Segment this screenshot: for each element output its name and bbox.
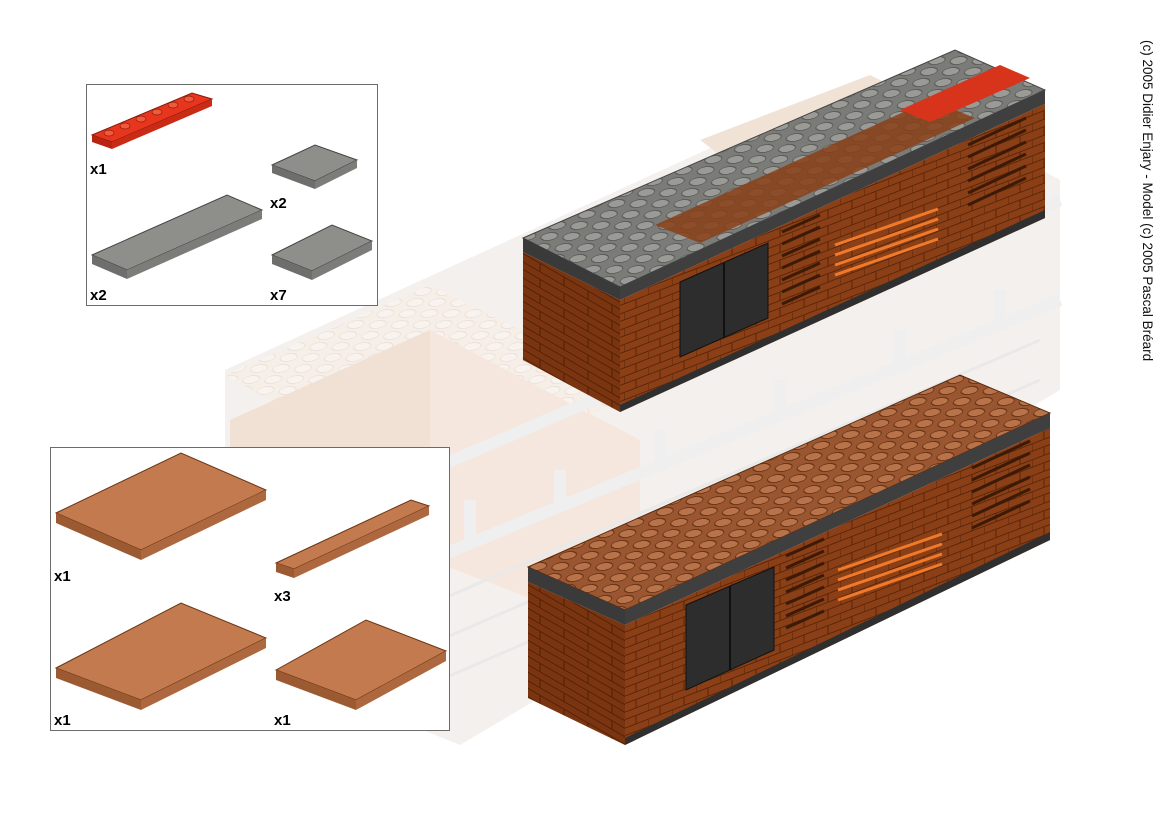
brown-plate-4x6 — [274, 619, 448, 710]
qty-gray-plate-2x3: x2 — [270, 195, 287, 212]
qty-brown-plate-4x8-a: x1 — [54, 568, 71, 585]
copyright-text: (c) 2005 Didier Enjary - Model (c) 2005 … — [1140, 40, 1155, 362]
qty-red-plate: x1 — [90, 161, 107, 178]
parts-callout-gray: x1 x2 x2 x7 — [86, 84, 378, 306]
red-plate-1x6 — [90, 92, 214, 149]
qty-brown-plate-1x8: x3 — [274, 588, 291, 605]
qty-gray-plate-2x8: x2 — [90, 287, 107, 304]
gray-plate-2x4 — [270, 224, 374, 280]
brown-plate-1x8 — [274, 499, 431, 578]
copyright-credit: (c) 2005 Didier Enjary - Model (c) 2005 … — [1135, 40, 1155, 400]
brown-plate-4x8-top — [54, 452, 268, 560]
qty-brown-plate-4x8-b: x1 — [54, 712, 71, 729]
gray-plate-2x8 — [90, 194, 264, 279]
brown-plate-4x8-bottom — [54, 602, 268, 710]
parts-callout-gray-art — [90, 92, 374, 280]
qty-brown-plate-4x6: x1 — [274, 712, 291, 729]
parts-callout-brown: x1 x3 x1 x1 — [50, 447, 450, 731]
parts-callout-brown-art — [54, 452, 448, 710]
gray-plate-2x3 — [270, 144, 359, 189]
qty-gray-plate-2x4: x7 — [270, 287, 287, 304]
assembled-section-gray — [521, 49, 1047, 412]
assembled-section-brown — [526, 374, 1052, 745]
